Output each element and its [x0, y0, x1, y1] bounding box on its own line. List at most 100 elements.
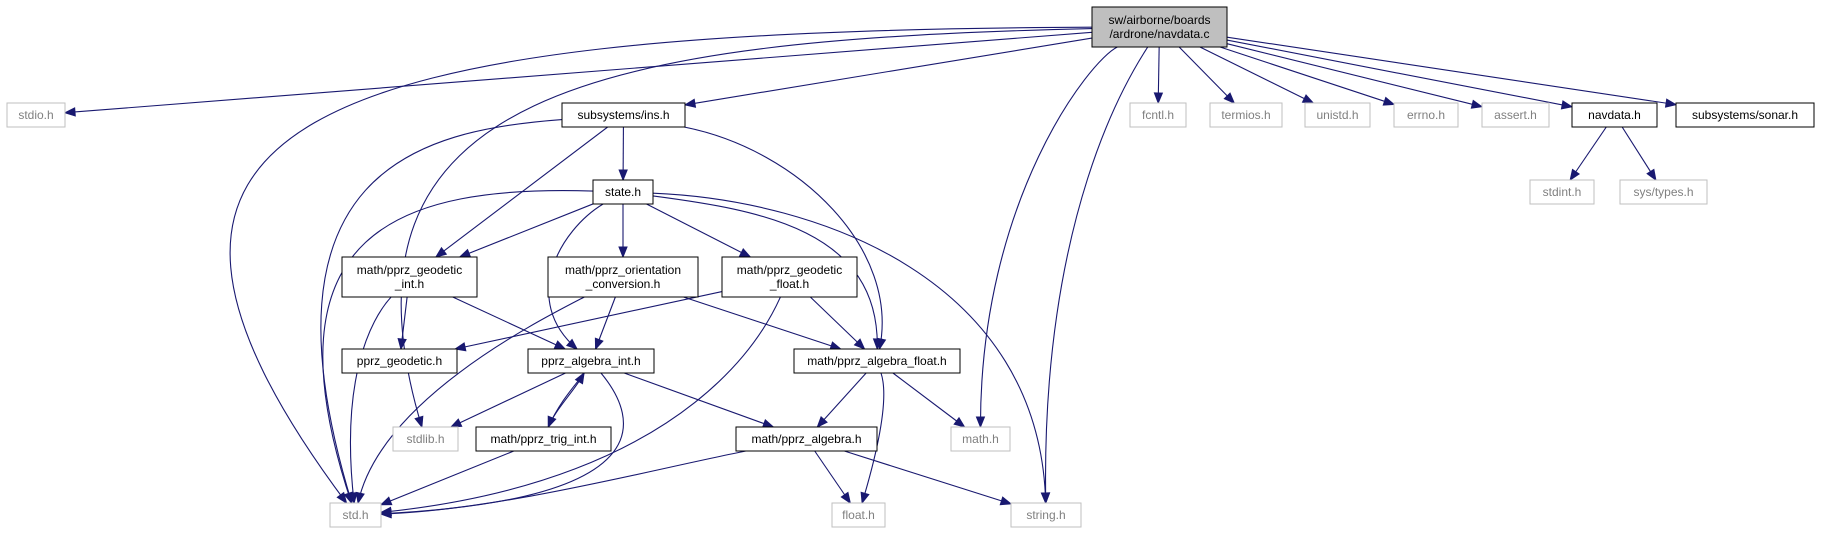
edge-alg_float-to-float: [860, 372, 885, 505]
node-box: [392, 426, 459, 452]
node-label: stdlib.h: [406, 432, 444, 446]
arrowhead: [1040, 492, 1051, 505]
node-navdata_h[interactable]: navdata.h: [1571, 102, 1658, 128]
arrowhead: [379, 496, 393, 506]
edge-root-to-math: [975, 46, 1118, 429]
node-label: termios.h: [1221, 108, 1270, 122]
arrowhead: [738, 248, 752, 258]
node-label: navdata.h: [1588, 108, 1641, 122]
arrowhead: [953, 416, 966, 428]
node-box: [329, 502, 382, 528]
edge-algebra-to-std: [379, 450, 747, 519]
node-algebra[interactable]: math/pprz_algebra.h: [735, 426, 878, 452]
edge-alg_float-to-algebra: [816, 372, 867, 428]
edge-orient-to-std: [355, 296, 585, 505]
node-label: sys/types.h: [1633, 185, 1693, 199]
edge-alg_int-to-algebra: [623, 372, 775, 428]
arrowhead: [761, 418, 775, 428]
node-trig[interactable]: math/pprz_trig_int.h: [475, 426, 612, 452]
node-box: [341, 348, 458, 374]
node-label: math/pprz_geodetic: [737, 263, 842, 277]
arrowhead: [1153, 92, 1164, 105]
arrowhead: [63, 107, 76, 117]
edge-algebra-to-string: [844, 450, 1013, 506]
node-label: unistd.h: [1316, 108, 1358, 122]
edge-algebra-to-float: [814, 450, 852, 505]
edge-state-to-alg_float: [652, 195, 883, 351]
node-root[interactable]: sw/airborne/boards/ardrone/navdata.c: [1091, 6, 1228, 48]
node-label: subsystems/sonar.h: [1692, 108, 1798, 122]
node-orient[interactable]: math/pprz_orientation_conversion.h: [547, 256, 699, 298]
node-string: string.h: [1010, 502, 1082, 528]
node-label: math/pprz_algebra_float.h: [807, 354, 946, 368]
node-box: [1129, 102, 1187, 128]
arrowhead: [414, 415, 424, 429]
node-box: [1304, 102, 1371, 128]
edge-root-to-stdlib: [400, 28, 1093, 429]
arrowhead: [683, 98, 697, 108]
arrowhead: [999, 496, 1013, 506]
arrowhead: [355, 491, 365, 505]
arrowhead: [860, 491, 870, 505]
node-alg_float[interactable]: math/pprz_algebra_float.h: [793, 348, 961, 374]
arrowhead: [853, 338, 866, 350]
node-label: math/pprz_orientation: [565, 263, 681, 277]
arrowhead: [618, 246, 628, 259]
node-label: _conversion.h: [585, 277, 661, 291]
node-box: [1571, 102, 1658, 128]
arrowhead: [379, 509, 392, 519]
edge-geo_float-to-geodetic: [453, 291, 723, 352]
node-ins[interactable]: subsystems/ins.h: [561, 102, 686, 128]
arrowhead: [449, 418, 463, 428]
edge-geo_int-to-std: [348, 296, 392, 505]
node-geo_float[interactable]: math/pprz_geodetic_float.h: [721, 256, 858, 298]
node-label: _float.h: [769, 277, 809, 291]
edge-ins-to-state: [618, 126, 628, 182]
node-box: [1529, 179, 1595, 205]
arrowhead: [840, 491, 852, 505]
node-box: [547, 256, 699, 298]
edge-geo_int-to-geodetic: [397, 296, 408, 351]
node-systypes: sys/types.h: [1619, 179, 1708, 205]
node-label: math/pprz_geodetic: [357, 263, 462, 277]
node-box: [1010, 502, 1082, 528]
edge-root-to-navdata_h: [1226, 39, 1574, 110]
node-label: std.h: [342, 508, 368, 522]
arrowhead: [1664, 98, 1678, 108]
node-sonar[interactable]: subsystems/sonar.h: [1675, 102, 1815, 128]
node-geodetic[interactable]: pprz_geodetic.h: [341, 348, 458, 374]
edge-root-to-assert: [1226, 43, 1484, 109]
node-label: pprz_algebra_int.h: [541, 354, 640, 368]
node-box: [527, 348, 655, 374]
arrowhead: [872, 338, 883, 351]
node-state[interactable]: state.h: [592, 179, 654, 205]
edge-alg_float-to-math: [892, 372, 966, 428]
graph-nodes: sw/airborne/boards/ardrone/navdata.cstdi…: [6, 6, 1815, 528]
arrowhead: [458, 248, 472, 258]
node-label: errno.h: [1407, 108, 1445, 122]
edge-root-to-fcntl: [1153, 46, 1164, 105]
arrowhead: [1569, 168, 1581, 182]
arrowhead: [397, 338, 407, 351]
node-label: /ardrone/navdata.c: [1109, 27, 1209, 41]
edge-orient-to-alg_int: [594, 296, 616, 351]
edge-geo_float-to-alg_float: [809, 296, 866, 350]
node-assert: assert.h: [1481, 102, 1550, 128]
node-geo_int[interactable]: math/pprz_geodetic_int.h: [341, 256, 478, 298]
node-label: _int.h: [394, 277, 424, 291]
node-label: state.h: [605, 185, 641, 199]
node-label: sw/airborne/boards: [1108, 13, 1210, 27]
edge-root-to-unistd: [1199, 46, 1315, 104]
node-alg_int[interactable]: pprz_algebra_int.h: [527, 348, 655, 374]
node-box: [592, 179, 654, 205]
node-box: [561, 102, 686, 128]
node-box: [1393, 102, 1459, 128]
node-box: [1619, 179, 1708, 205]
node-label: assert.h: [1494, 108, 1537, 122]
arrowhead: [453, 342, 467, 352]
arrowhead: [1223, 92, 1236, 104]
node-label: fcntl.h: [1142, 108, 1174, 122]
arrowhead: [816, 416, 828, 428]
node-box: [950, 426, 1011, 452]
